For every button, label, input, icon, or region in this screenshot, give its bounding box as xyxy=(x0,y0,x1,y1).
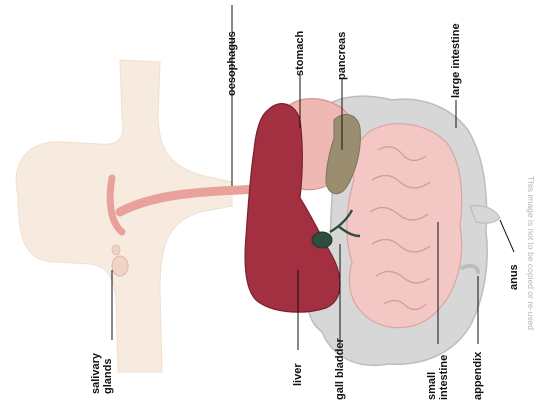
salivary-gland-small xyxy=(112,245,120,255)
label-salivary-glands: salivary glands xyxy=(90,353,114,394)
label-anus: anus xyxy=(508,264,520,290)
label-salivary-glands-line2: glands xyxy=(102,353,114,394)
gall-bladder xyxy=(312,232,332,248)
salivary-gland xyxy=(112,256,128,276)
label-appendix: appendix xyxy=(472,352,484,400)
credit-text: This image is not to be copied or re-use… xyxy=(526,176,536,330)
label-small-intestine-line1: small xyxy=(426,355,438,400)
label-small-intestine-line2: intestine xyxy=(438,355,450,400)
label-small-intestine: small intestine xyxy=(426,355,450,400)
label-liver: liver xyxy=(292,363,304,386)
label-oesophagus: oesophagus xyxy=(226,31,238,96)
label-large-intestine: large intestine xyxy=(450,23,462,98)
anus-leader xyxy=(500,220,514,252)
label-salivary-glands-line1: salivary xyxy=(90,353,102,394)
small-intestine xyxy=(347,124,462,328)
label-gall-bladder: gall bladder xyxy=(334,338,346,400)
label-stomach: stomach xyxy=(294,31,306,76)
head-silhouette xyxy=(16,60,232,372)
label-pancreas: pancreas xyxy=(336,32,348,80)
